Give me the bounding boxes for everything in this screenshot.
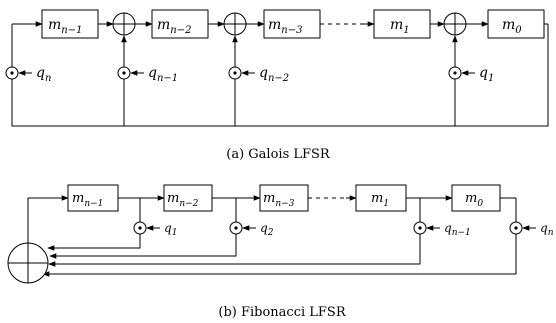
xor-adder — [223, 12, 247, 36]
galois-register: mn−3 — [263, 9, 321, 39]
fibonacci-lfsr: mn−1 mn−2 mn−3 m1 m0 — [7, 184, 554, 320]
multiplier — [133, 221, 147, 235]
svg-text:mn−3: mn−3 — [263, 191, 295, 209]
svg-text:mn−1: mn−1 — [48, 17, 82, 36]
svg-text:mn−1: mn−1 — [72, 191, 103, 209]
fibonacci-register: mn−2 — [163, 184, 213, 212]
galois-caption: (a) Galois LFSR — [226, 147, 331, 162]
coefficient-label: qn−1 — [148, 65, 178, 84]
feedback-line — [42, 234, 517, 277]
multiplier — [117, 66, 131, 80]
galois-register: m0 — [487, 9, 545, 39]
feedback-line — [47, 234, 141, 251]
svg-text:mn−3: mn−3 — [268, 17, 302, 36]
svg-text:m1: m1 — [371, 191, 389, 209]
coefficient-label: qn−2 — [259, 65, 289, 84]
multiplier — [448, 66, 462, 80]
fibonacci-wire — [27, 195, 69, 255]
galois-register: m1 — [373, 9, 431, 39]
galois-register: mn−1 — [41, 9, 99, 39]
fibonacci-register: m0 — [451, 184, 501, 212]
coefficient-label: q1 — [164, 221, 177, 238]
multiplier — [413, 221, 427, 235]
svg-text:mn−2: mn−2 — [167, 191, 199, 209]
galois-lfsr: mn−1 mn−2 mn−3 m1 m0 — [5, 9, 549, 162]
coefficient-label: q2 — [260, 221, 274, 238]
svg-text:m0: m0 — [465, 191, 483, 209]
svg-text:m0: m0 — [502, 17, 522, 36]
svg-text:mn−2: mn−2 — [157, 17, 191, 36]
galois-register: mn−2 — [151, 9, 209, 39]
multiplier — [228, 66, 242, 80]
xor-adder — [443, 12, 467, 36]
coefficient-label: qn — [540, 221, 554, 238]
xor-summing-adder — [7, 242, 49, 284]
coefficient-label: qn — [36, 65, 51, 84]
coefficient-label: qn−1 — [444, 221, 471, 238]
multiplier — [509, 221, 523, 235]
fibonacci-register: mn−3 — [259, 184, 309, 212]
fibonacci-caption: (b) Fibonacci LFSR — [218, 305, 346, 320]
coefficient-label: q1 — [479, 65, 494, 84]
fibonacci-register: mn−1 — [67, 184, 119, 212]
xor-adder — [112, 12, 136, 36]
multiplier — [229, 221, 243, 235]
fibonacci-register: m1 — [355, 184, 407, 212]
svg-text:m1: m1 — [390, 17, 410, 36]
feedback-line — [48, 234, 421, 267]
feedback-line — [49, 234, 237, 259]
multiplier — [5, 66, 19, 80]
